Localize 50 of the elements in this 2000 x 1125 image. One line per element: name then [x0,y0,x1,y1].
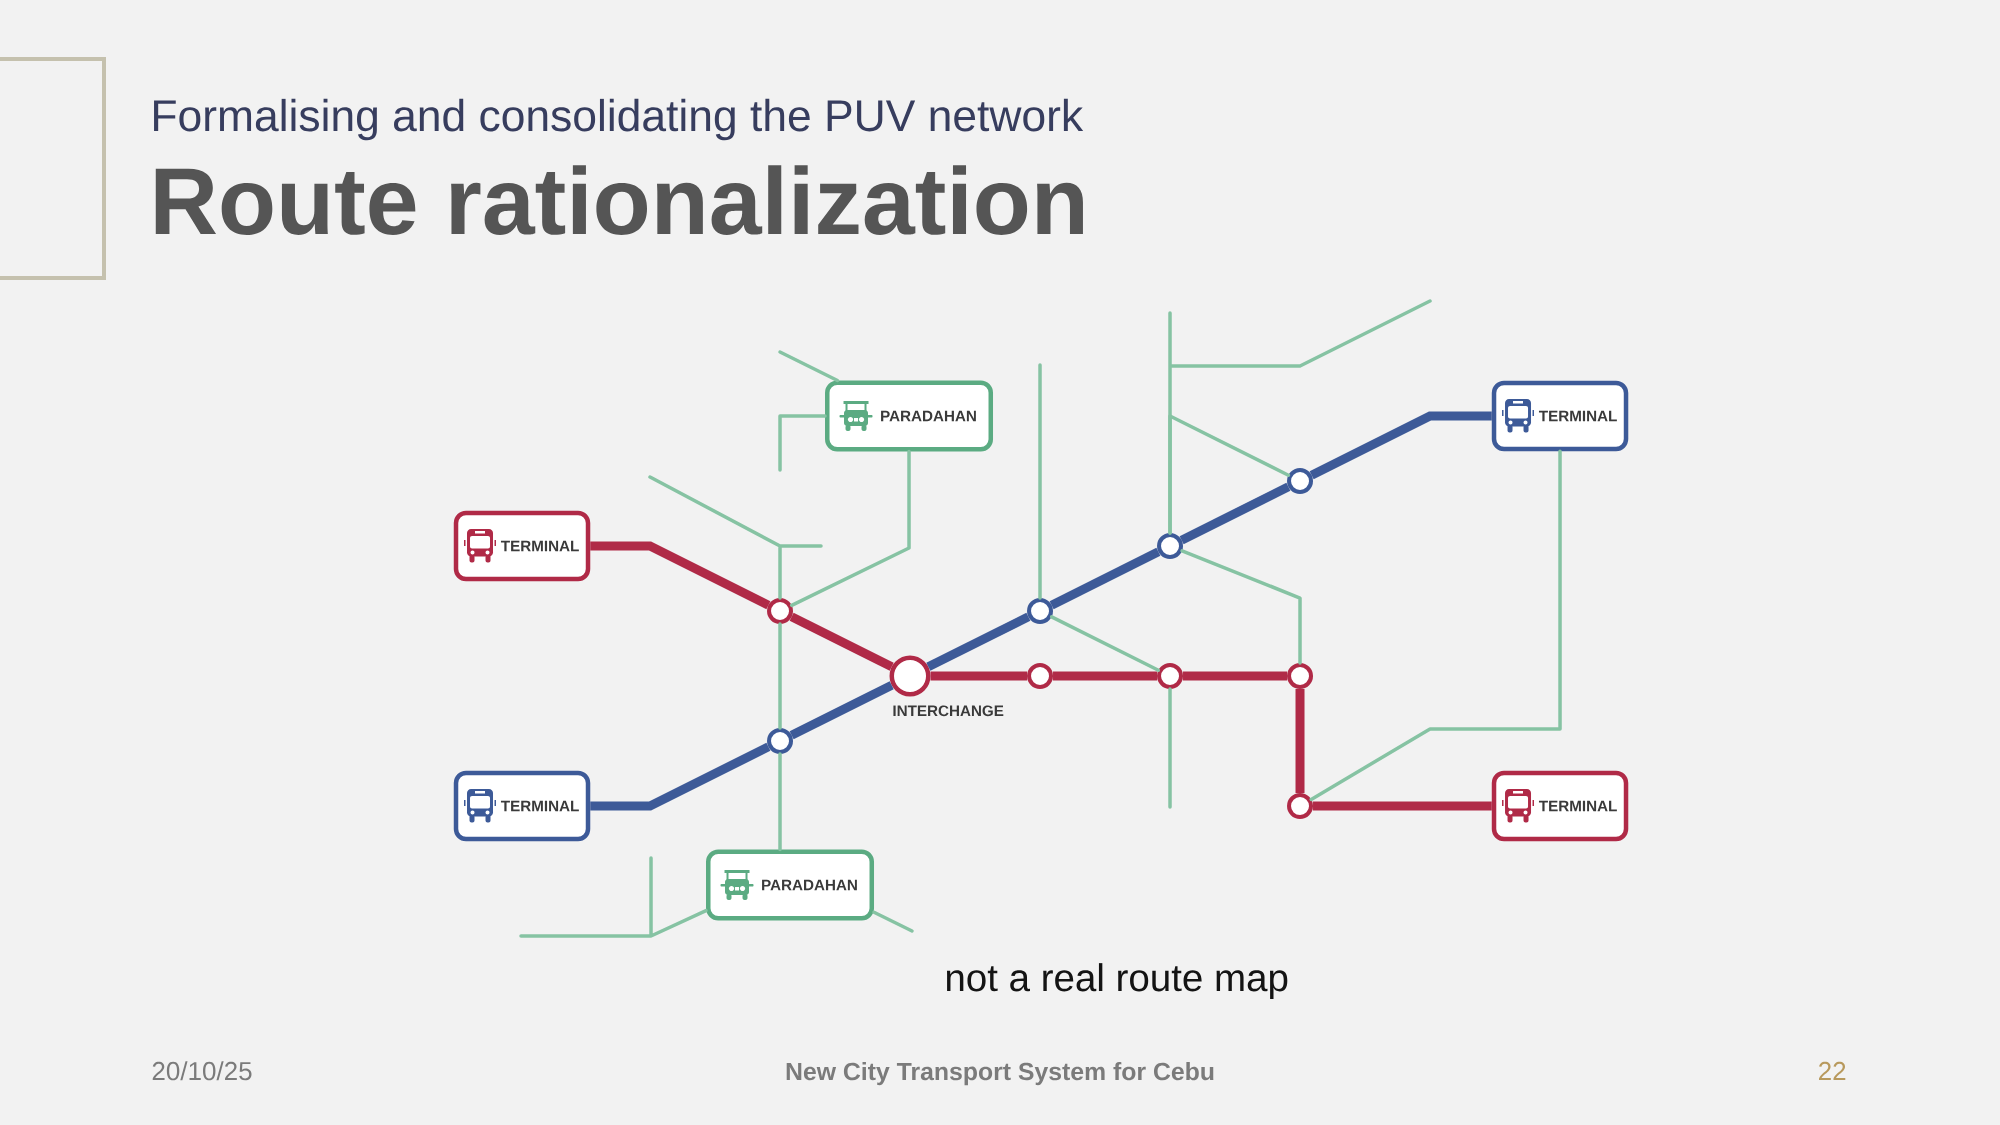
branch-line [1168,687,1172,809]
route-line [789,681,894,740]
station-circle [1287,468,1313,494]
route-line [1183,671,1287,681]
branch-line [519,856,708,938]
route-line [926,612,1031,671]
interchange-circle [889,655,931,697]
branch-line [1038,363,1042,600]
branch-line [1049,615,1161,672]
branch-line [1180,549,1302,665]
note-text: not a real route map [946,963,1288,999]
station-circle [1287,663,1313,689]
route-line [1053,671,1157,681]
route-line [590,742,771,811]
branch-line [778,622,782,730]
branch-line [648,475,823,600]
station-circle [1287,793,1313,819]
terminal-box: TERMINAL [1491,770,1629,842]
route-line [590,541,771,610]
branch-line [778,414,827,472]
branch-line [778,350,840,383]
terminal-box: TERMINAL [453,770,591,842]
page-number: 22 [1819,1061,1846,1080]
footer-date: 20/10/25 [152,1061,252,1081]
station-circle [1157,663,1183,689]
station-circle [1157,533,1183,559]
station-label: INTERCHANGE [893,705,1004,717]
route-line [930,671,1027,681]
station-circle [767,598,793,624]
subtitle: Formalising and consolidating the PUV network [154,98,1084,141]
station-circle [1027,663,1053,689]
route-line [1295,689,1305,793]
route-line [1313,801,1492,811]
footer-title: New City Transport System for Cebu [786,1062,1214,1086]
stop-box: PARADAHAN [706,849,874,921]
station-circle [1027,598,1053,624]
route-line [789,612,894,671]
branch-line [1168,414,1291,535]
slide-title: Route rationalization [155,165,1083,235]
terminal-box: TERMINAL [453,510,591,582]
stop-box: PARADAHAN [825,380,993,452]
route-line [1049,547,1161,610]
branch-line [778,752,782,852]
route-line [1179,482,1291,545]
branch-line [1309,449,1562,802]
route-line [1309,411,1492,480]
branch-line [789,449,911,608]
station-circle [767,728,793,754]
terminal-box: TERMINAL [1491,380,1629,452]
branch-line [872,910,914,933]
